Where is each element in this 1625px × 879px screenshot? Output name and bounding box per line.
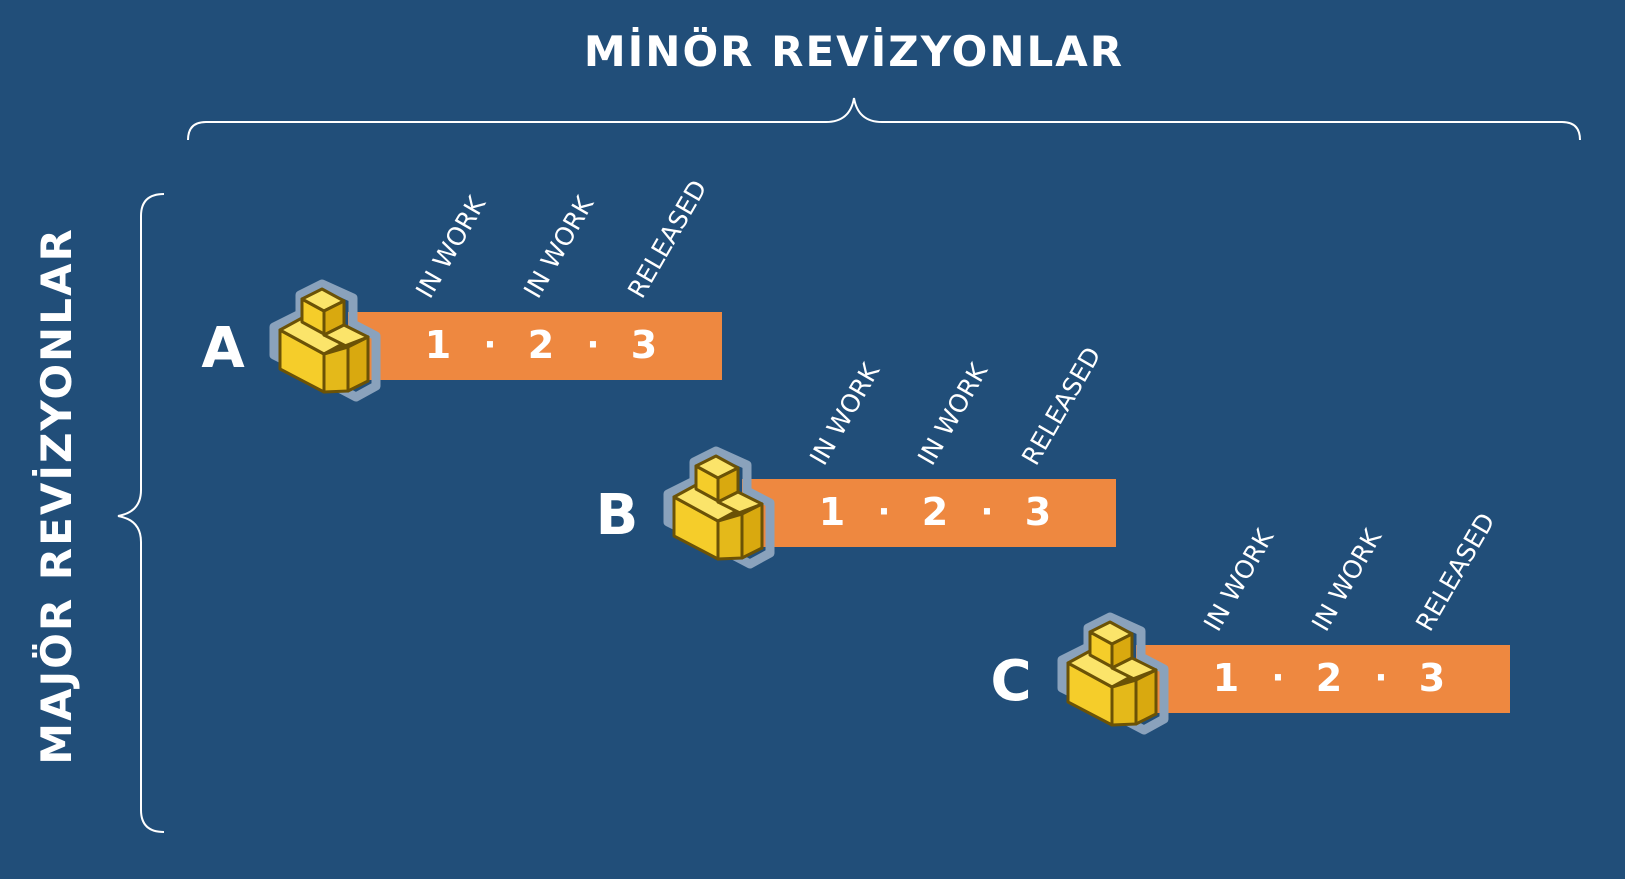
- minor-revisions-brace: [187, 97, 1581, 141]
- major-revisions-brace: [117, 193, 165, 833]
- minor-revision-number: 3: [1419, 656, 1445, 700]
- minor-revision-status: IN WORK: [410, 191, 492, 303]
- revision-bar: [348, 312, 722, 380]
- minor-revision-number: 3: [631, 323, 657, 367]
- minor-revision-separator: ·: [1272, 658, 1285, 698]
- minor-revision-separator: ·: [1375, 658, 1388, 698]
- minor-revision-number: 1: [819, 490, 845, 534]
- revision-bar: [1136, 645, 1510, 713]
- minor-revision-separator: ·: [484, 325, 497, 365]
- minor-revision-number: 2: [528, 323, 554, 367]
- minor-revision-status: RELEASED: [1410, 508, 1501, 636]
- minor-revisions-title: MİNÖR REVİZYONLAR: [584, 26, 1124, 76]
- minor-revision-status: RELEASED: [1016, 342, 1107, 470]
- minor-revision-status: IN WORK: [912, 358, 994, 470]
- yellow-l-bracket-part-icon: [668, 451, 770, 564]
- minor-revision-number: 1: [425, 323, 451, 367]
- minor-revision-number: 1: [1213, 656, 1239, 700]
- minor-revision-number: 3: [1025, 490, 1051, 534]
- minor-revision-separator: ·: [981, 492, 994, 532]
- revision-row: A 1 IN WORK 2 IN WORK 3 RELEASED · ·: [201, 175, 722, 397]
- major-revision-letter: B: [596, 483, 639, 548]
- minor-revision-status: RELEASED: [622, 175, 713, 303]
- minor-revision-separator: ·: [587, 325, 600, 365]
- minor-revision-status: IN WORK: [1306, 524, 1388, 636]
- minor-revision-separator: ·: [878, 492, 891, 532]
- yellow-l-bracket-part-icon: [274, 284, 376, 397]
- yellow-l-bracket-part-icon: [1062, 617, 1164, 730]
- major-revision-letter: A: [201, 316, 245, 381]
- revision-bar: [742, 479, 1116, 547]
- minor-revision-status: IN WORK: [518, 191, 600, 303]
- minor-revision-status: IN WORK: [804, 358, 886, 470]
- minor-revision-number: 2: [1316, 656, 1342, 700]
- major-revision-letter: C: [990, 649, 1031, 714]
- minor-revision-status: IN WORK: [1198, 524, 1280, 636]
- minor-revision-number: 2: [922, 490, 948, 534]
- major-revisions-title: MAJÖR REVİZYONLAR: [31, 227, 81, 765]
